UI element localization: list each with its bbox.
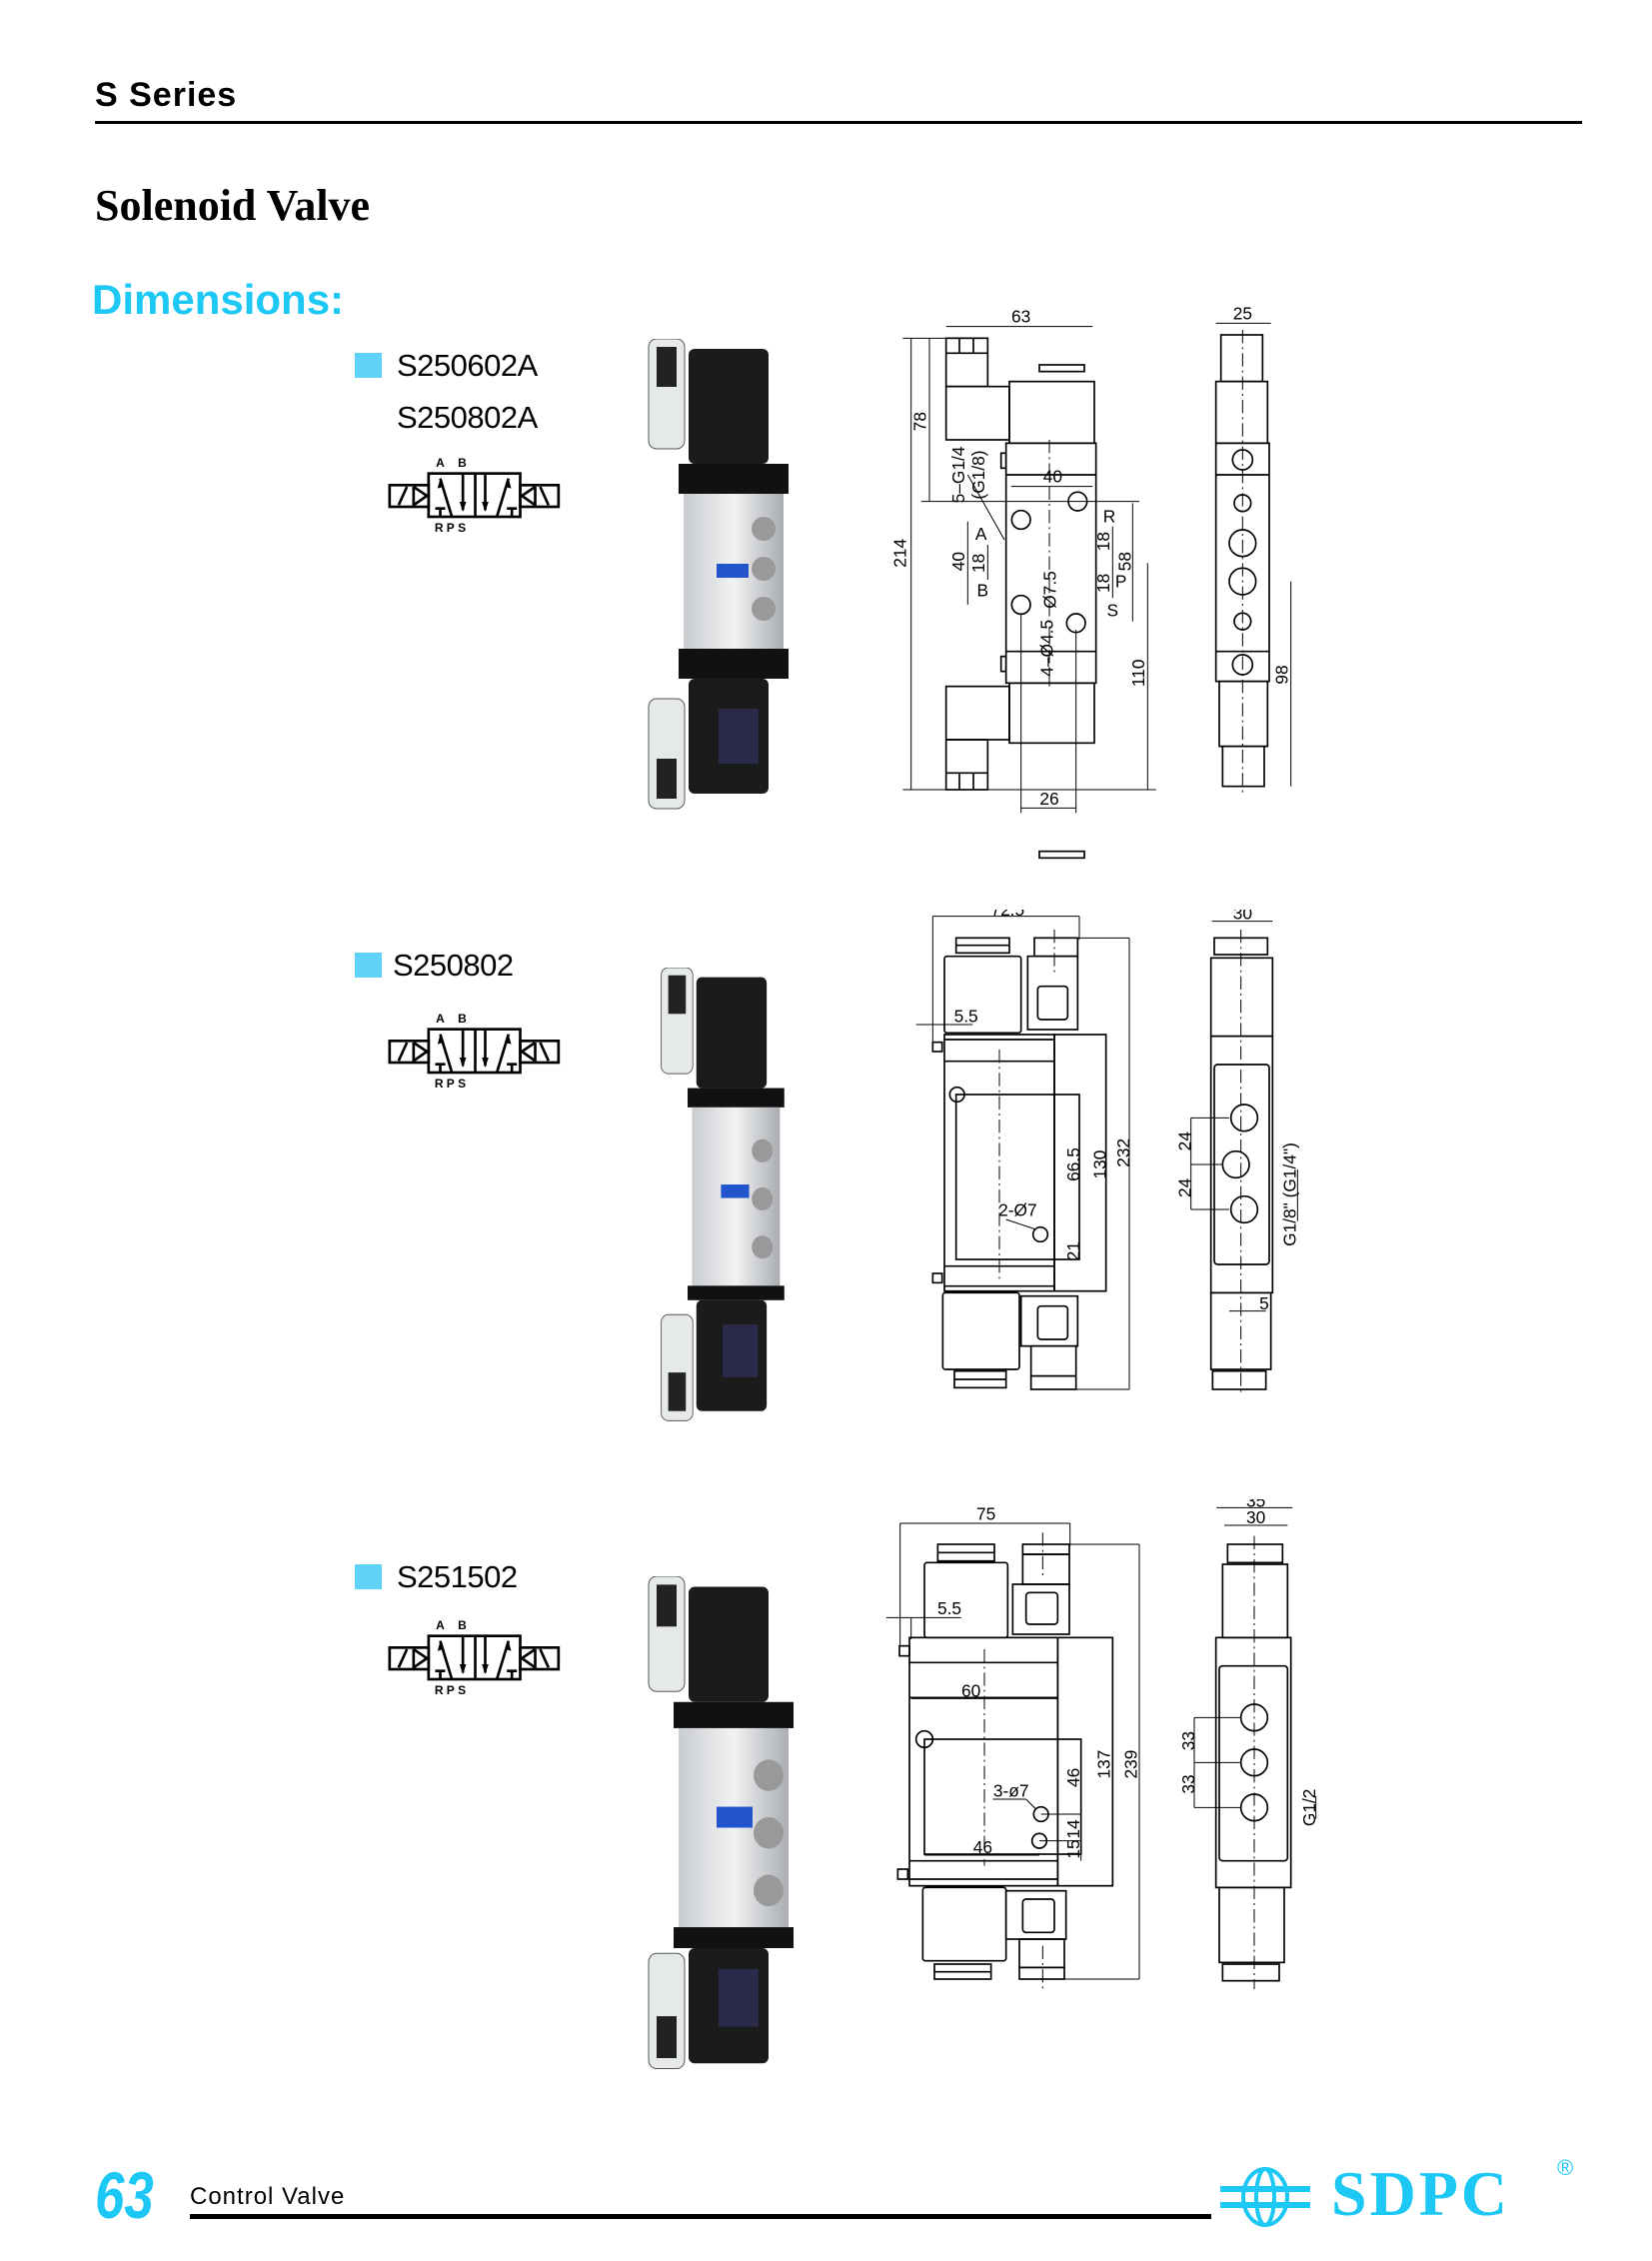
- dim-side-width: 25: [1233, 303, 1252, 323]
- dim-232: 232: [1113, 1138, 1133, 1167]
- dim-60: 60: [961, 1680, 980, 1700]
- dim-width: 63: [1011, 307, 1030, 327]
- dim-side-width-inner: 30: [1246, 1507, 1265, 1527]
- dim-46-h: 46: [973, 1837, 992, 1857]
- model-label: S250802: [393, 948, 514, 983]
- dim-thread: G1/8" (G1/4"): [1280, 1142, 1300, 1246]
- dimension-drawing-2: 72.5 5.5 66.5 130 232 21 2-Ø7 30 24 24 G…: [915, 910, 1300, 1396]
- dim-58: 58: [1115, 552, 1135, 571]
- valve-photo: [661, 968, 785, 1421]
- dim-21: 21: [1063, 1241, 1083, 1260]
- dim-thread: 5–G1/4: [948, 446, 968, 503]
- dim-239: 239: [1120, 1750, 1140, 1779]
- brand-logo: SDPC: [1331, 2158, 1511, 2229]
- series-title: S Series: [95, 76, 238, 114]
- port-label: B: [977, 581, 989, 601]
- dim-side-height: 98: [1271, 665, 1291, 684]
- valve-symbol: A B RPS: [388, 457, 561, 535]
- bullet-square: [355, 353, 382, 378]
- port-label: S: [1107, 601, 1119, 621]
- dim-26: 26: [1039, 789, 1058, 809]
- model-label: S251502: [397, 1559, 518, 1594]
- port-label: A: [975, 524, 987, 544]
- dim-spacing: 18: [1093, 574, 1113, 593]
- dim-offset: 5.5: [954, 1007, 978, 1027]
- dim-pitch: 33: [1178, 1731, 1198, 1750]
- dim-width: 75: [976, 1504, 995, 1524]
- dim-width: 72.5: [990, 910, 1024, 920]
- dim-15: 15: [1063, 1839, 1083, 1858]
- dim-110: 110: [1128, 660, 1148, 688]
- port-b-label: B: [458, 1619, 467, 1632]
- dim-holes: 2-Ø7: [998, 1200, 1037, 1220]
- ports-label: RPS: [435, 521, 470, 535]
- ports-label: RPS: [435, 1683, 470, 1697]
- dim-pitch: 24: [1175, 1177, 1195, 1197]
- dim-side-width-outer: 35: [1246, 1499, 1265, 1510]
- model-label: S250602A: [397, 348, 538, 383]
- dimension-drawing-1: 63 214 78 5–G1/4 (G1/8) 40 A 40 18 B R 1…: [890, 303, 1291, 860]
- dim-thread-alt: (G1/8): [968, 450, 988, 499]
- dim-pitch-v: 40: [948, 552, 968, 571]
- sdpc-globe-icon: [1220, 2167, 1310, 2227]
- port-a-label: A: [436, 1619, 445, 1632]
- bullet-square: [355, 953, 382, 978]
- valve-symbol: A B RPS: [388, 1013, 561, 1091]
- dim-pitch: 40: [1043, 467, 1062, 487]
- bullet-square: [355, 1564, 382, 1589]
- dim-46-v: 46: [1063, 1768, 1083, 1787]
- port-a-label: A: [436, 1013, 445, 1026]
- page-number: 63: [95, 2158, 154, 2232]
- dim-66-5: 66.5: [1063, 1147, 1083, 1181]
- dim-coil: 78: [910, 412, 930, 431]
- registered-mark: ®: [1557, 2155, 1574, 2180]
- dim-14: 14: [1063, 1819, 1083, 1839]
- valve-symbol: A B RPS: [388, 1619, 561, 1697]
- section-heading: Dimensions:: [92, 276, 345, 323]
- dim-height: 214: [890, 539, 910, 568]
- valve-photo: [648, 1576, 794, 2070]
- dim-130: 130: [1090, 1150, 1110, 1179]
- dim-pitch: 33: [1178, 1774, 1198, 1793]
- dim-pitch: 24: [1175, 1131, 1195, 1151]
- dim-mount: 4–Ø4.5: [1036, 620, 1056, 677]
- dimension-drawing-3: 75 5.5 60 46 137 239 3-ø7 46 14 15 35 30…: [885, 1499, 1319, 1989]
- dim-side-width: 30: [1233, 910, 1252, 923]
- port-label: R: [1103, 507, 1116, 527]
- dim-offset: 5.5: [937, 1598, 961, 1618]
- dim-137: 137: [1094, 1750, 1114, 1779]
- dim-holes: 3-ø7: [993, 1780, 1029, 1800]
- dim-spacing: 18: [968, 554, 988, 573]
- valve-photo: [648, 339, 789, 810]
- dim-spacing: 18: [1093, 532, 1113, 551]
- port-b-label: B: [458, 457, 467, 470]
- dim-thread: G1/2: [1299, 1789, 1319, 1827]
- footer-divider: [190, 2214, 1211, 2219]
- page-title: Solenoid Valve: [95, 181, 371, 230]
- port-a-label: A: [436, 457, 445, 470]
- ports-label: RPS: [435, 1077, 470, 1091]
- header-divider: [95, 121, 1582, 124]
- port-b-label: B: [458, 1013, 467, 1026]
- model-label: S250802A: [397, 400, 538, 435]
- footer-label: Control Valve: [190, 2183, 346, 2210]
- dim-5: 5: [1259, 1293, 1269, 1313]
- dim-hole: Ø7.5: [1040, 571, 1060, 609]
- port-label: P: [1115, 571, 1127, 591]
